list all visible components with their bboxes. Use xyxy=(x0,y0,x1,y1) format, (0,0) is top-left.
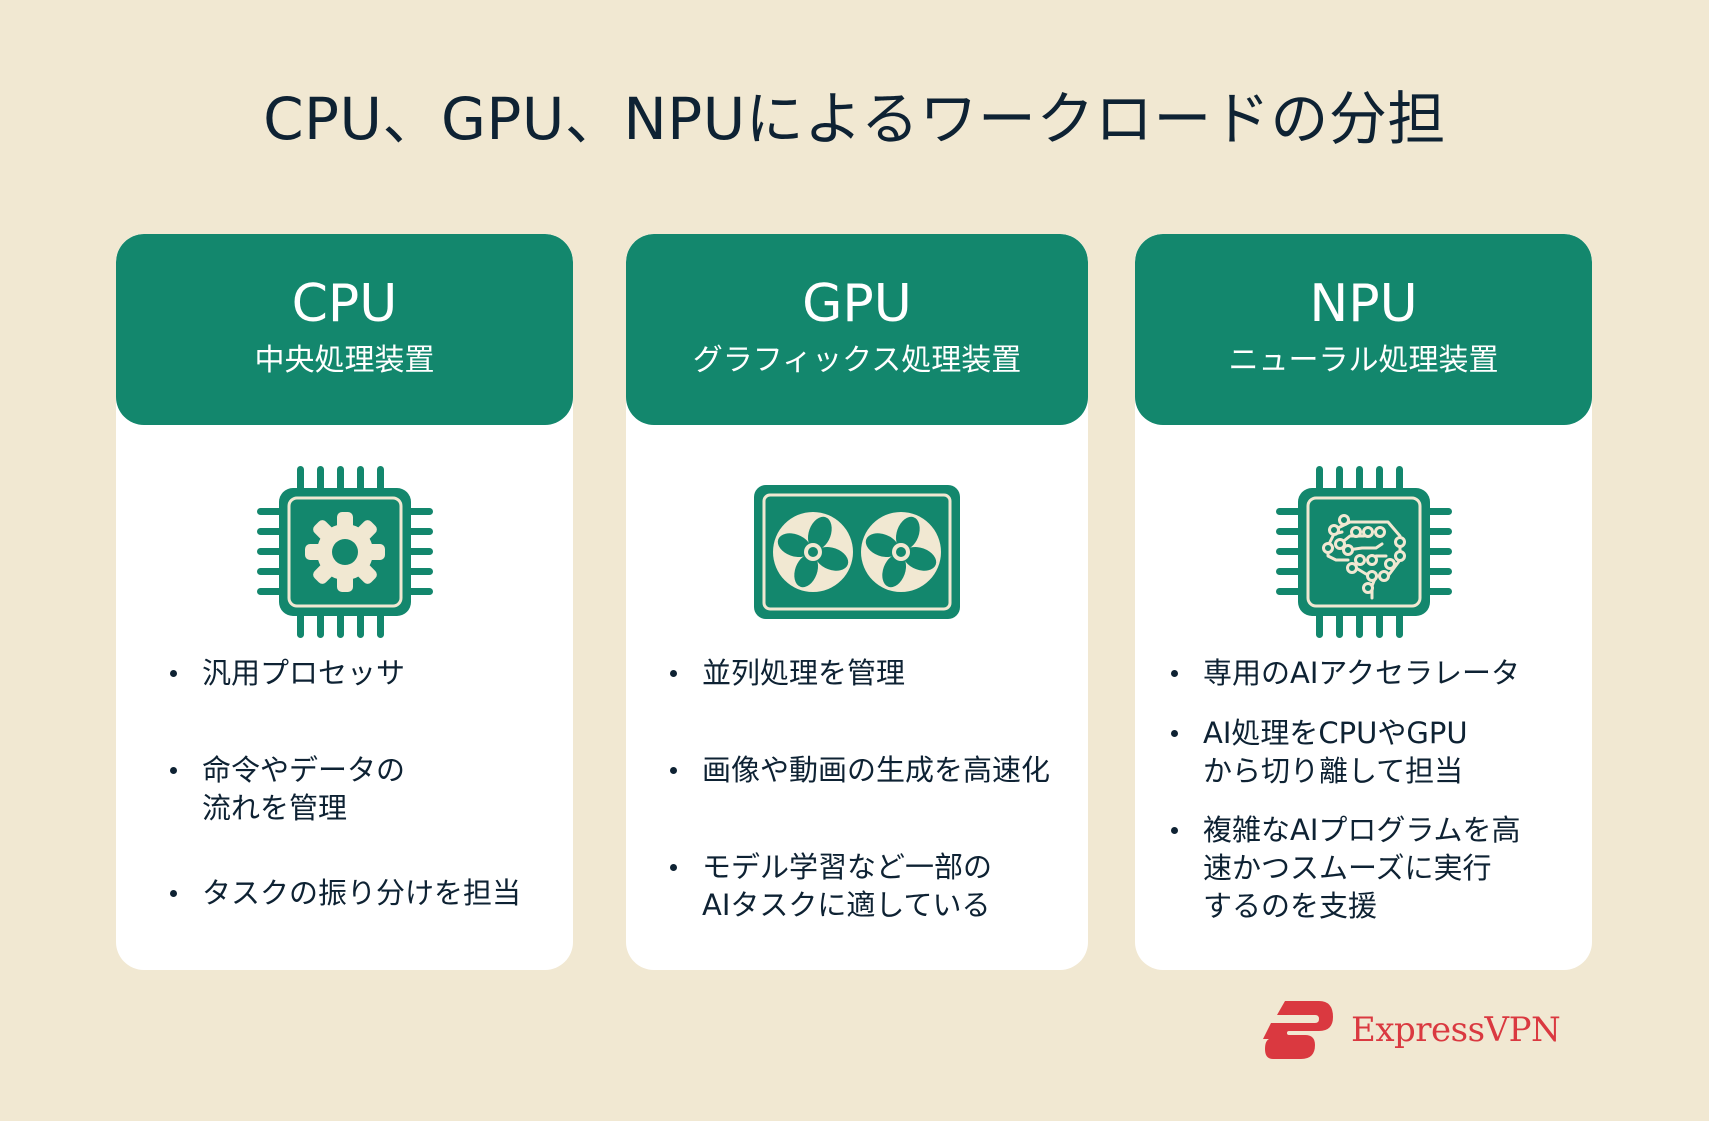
bullet-dot-icon xyxy=(670,767,677,774)
expressvpn-logo-icon xyxy=(1263,1001,1333,1059)
bullet-dot-icon xyxy=(670,670,677,677)
bullet-dot-icon xyxy=(170,670,177,677)
card-gpu: GPU グラフィックス処理装置 xyxy=(626,234,1088,970)
bullet-item: タスクの振り分けを担当 xyxy=(166,874,557,912)
npu-brain-chip-icon xyxy=(1275,466,1452,638)
card-header-npu: NPU ニューラル処理装置 xyxy=(1135,234,1592,425)
card-full-name: ニューラル処理装置 xyxy=(1228,342,1499,378)
brand-name: ExpressVPN xyxy=(1351,1010,1561,1050)
bullet-item: モデル学習など一部の AIタスクに適している xyxy=(666,848,1072,924)
bullet-dot-icon xyxy=(1171,670,1178,677)
card-abbr: GPU xyxy=(802,273,912,334)
bullet-dot-icon xyxy=(170,890,177,897)
bullet-dot-icon xyxy=(670,864,677,871)
card-cpu: CPU 中央処理装置 xyxy=(116,234,573,970)
card-header-cpu: CPU 中央処理装置 xyxy=(116,234,573,425)
bullet-item: 専用のAIアクセラレータ xyxy=(1167,654,1576,692)
bullet-item: 汎用プロセッサ xyxy=(166,654,557,692)
bullet-item: 命令やデータの 流れを管理 xyxy=(166,751,557,827)
bullet-dot-icon xyxy=(1171,730,1178,737)
expressvpn-logo: ExpressVPN xyxy=(1263,1000,1561,1060)
card-abbr: CPU xyxy=(291,273,398,334)
bullet-dot-icon xyxy=(170,767,177,774)
card-full-name: 中央処理装置 xyxy=(254,342,435,378)
card-abbr: NPU xyxy=(1309,273,1418,334)
bullet-item: 画像や動画の生成を高速化 xyxy=(666,751,1072,789)
bullet-item: AI処理をCPUやGPU から切り離して担当 xyxy=(1167,714,1576,790)
card-full-name: グラフィックス処理装置 xyxy=(692,342,1022,378)
gpu-dual-fan-icon xyxy=(754,485,960,619)
page-title: CPU、GPU、NPUによるワークロードの分担 xyxy=(263,85,1446,153)
card-npu: NPU ニューラル処理装置 xyxy=(1135,234,1592,970)
bullet-item: 並列処理を管理 xyxy=(666,654,1072,692)
card-header-gpu: GPU グラフィックス処理装置 xyxy=(626,234,1088,425)
bullet-dot-icon xyxy=(1171,827,1178,834)
bullet-item: 複雑なAIプログラムを高 速かつスムーズに実行 するのを支援 xyxy=(1167,811,1576,925)
cpu-gear-chip-icon xyxy=(256,466,433,638)
